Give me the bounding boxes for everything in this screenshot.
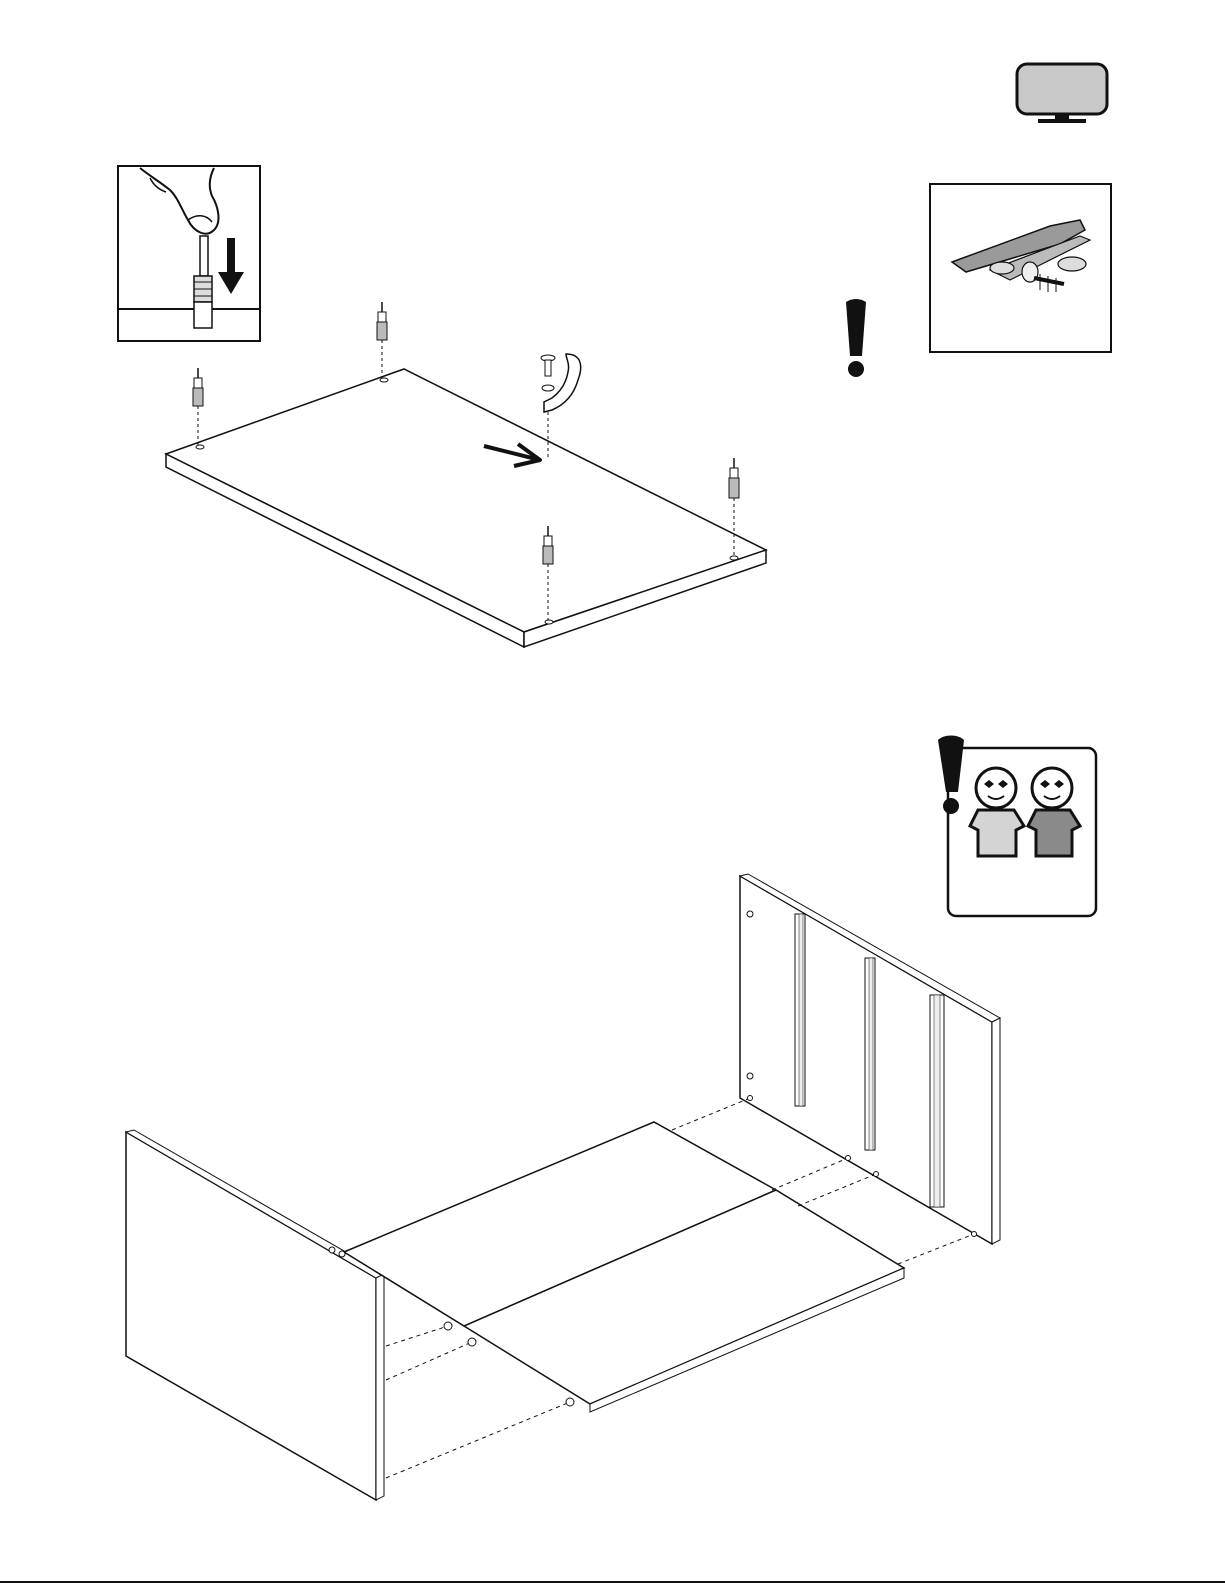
two-person-assembly-icon [938,736,1096,917]
push-in-finger-icon [118,166,260,341]
exclamation-warning-icon [846,299,866,377]
dowel-back [377,302,387,378]
dowel-left [193,368,203,446]
tv-icon [1017,64,1107,123]
left-side-panel [126,1130,384,1500]
wall-anchor-kit-icon [930,184,1111,352]
right-side-panel [740,874,1000,1244]
top-panel-drawing [166,369,766,647]
